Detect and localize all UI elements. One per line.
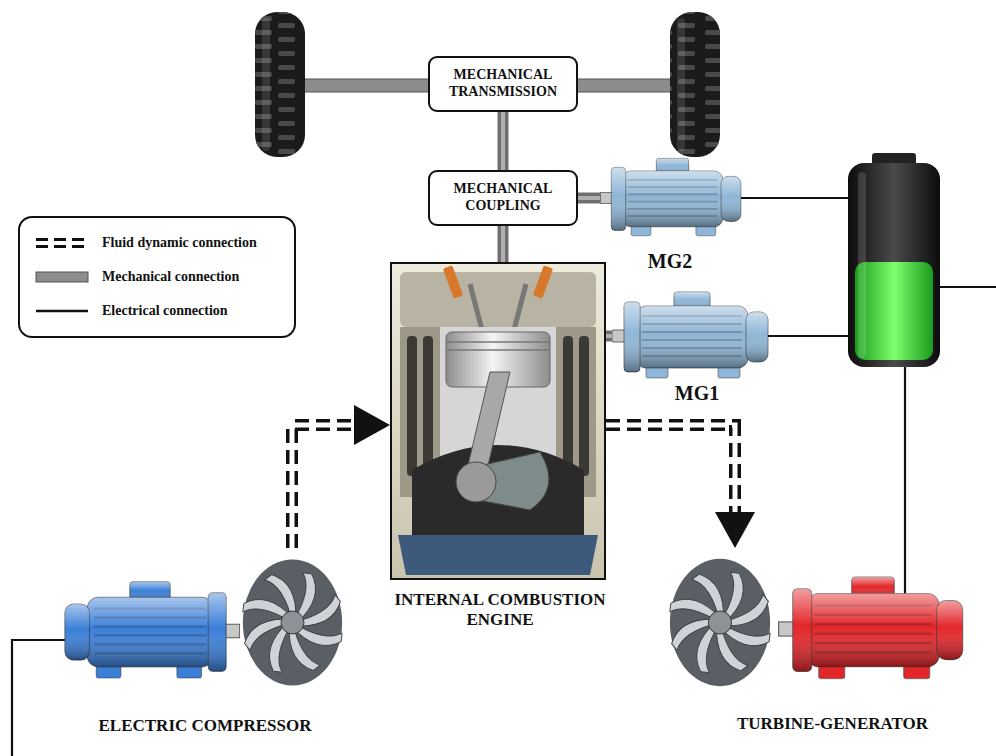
fluid-connection	[292, 405, 390, 548]
engine-illustration	[563, 336, 573, 476]
duct	[292, 425, 354, 548]
tire	[677, 18, 685, 151]
compressor-picture	[241, 560, 344, 686]
engine-illustration	[579, 336, 589, 476]
turbine-picture	[668, 559, 963, 686]
shaft	[501, 112, 505, 170]
turbine-picture	[668, 559, 772, 686]
duct	[606, 425, 735, 512]
part-label: ELECTRIC COMPRESSOR	[55, 716, 355, 736]
engine-illustration	[423, 336, 433, 476]
turbine-generator-unit: TURBINE-GENERATOR	[665, 548, 970, 748]
motor-generator: MG1	[612, 288, 772, 408]
duct	[606, 425, 735, 512]
transmission-box: MECHANICAL TRANSMISSION	[428, 56, 578, 112]
tire	[670, 12, 720, 157]
part-label: INTERNAL COMBUSTION ENGINE	[390, 590, 610, 629]
motor-generator-picture	[601, 158, 741, 235]
engine-illustration	[392, 264, 604, 578]
engine-illustration	[412, 445, 584, 545]
mechanical-connection	[503, 112, 504, 170]
engine-illustration	[470, 284, 526, 330]
legend-sample	[36, 310, 88, 313]
motor-generator: MG2	[600, 160, 750, 280]
duct	[292, 425, 354, 548]
coupling-box: MECHANICAL COUPLING	[428, 170, 578, 226]
legend-sample	[32, 267, 92, 287]
battery	[848, 153, 940, 367]
electrical-wire	[940, 286, 996, 288]
tire	[255, 12, 305, 157]
legend-text: Fluid dynamic connection	[102, 235, 257, 251]
engine-illustration	[533, 265, 553, 298]
fluid-connection	[606, 425, 755, 548]
engine-box: INTERNAL COMBUSTION ENGINE	[390, 262, 606, 580]
mechanical-connection	[606, 336, 612, 337]
battery	[848, 163, 940, 367]
battery	[858, 172, 866, 358]
engine-illustration	[443, 265, 463, 298]
legend-row: Mechanical connection	[32, 260, 284, 294]
compressor-picture	[65, 582, 240, 678]
box-label: MECHANICAL COUPLING	[430, 181, 576, 215]
arrow-head	[354, 405, 390, 445]
legend-text: Electrical connection	[102, 303, 228, 319]
motor-generator-picture	[612, 292, 768, 378]
shaft	[578, 196, 600, 200]
shaft	[606, 334, 612, 338]
legend-sample	[36, 238, 88, 248]
electrical-wire	[768, 335, 848, 337]
engine-illustration	[466, 372, 510, 474]
engine-illustration	[392, 264, 604, 578]
part-label: MG2	[620, 250, 720, 273]
tire	[262, 18, 270, 151]
battery	[855, 262, 933, 360]
legend-sample	[32, 301, 92, 321]
legend-box: Fluid dynamic connectionMechanical conne…	[18, 216, 296, 338]
engine-illustration	[456, 462, 496, 502]
legend-sample	[32, 233, 92, 253]
engine-illustration	[407, 336, 417, 476]
shaft	[498, 226, 509, 262]
tire	[670, 12, 720, 157]
tire	[255, 12, 305, 157]
electrical-wire	[741, 197, 848, 199]
shaft	[606, 331, 612, 342]
shaft	[498, 112, 509, 170]
arrow-head	[715, 512, 755, 548]
legend-row: Fluid dynamic connection	[32, 226, 284, 260]
part-label: MG1	[642, 382, 752, 405]
electrical-wire	[12, 198, 996, 756]
compressor-picture	[65, 582, 240, 678]
turbine-picture	[779, 577, 963, 678]
compressor-picture	[65, 560, 344, 686]
legend-row: Electrical connection	[32, 294, 284, 328]
engine-illustration	[400, 272, 596, 327]
mechanical-connection	[578, 198, 600, 199]
compressor-unit: ELECTRIC COMPRESSOR	[55, 548, 355, 748]
engine-illustration	[398, 535, 598, 575]
tire	[255, 12, 305, 157]
shaft	[578, 193, 600, 204]
box-label: MECHANICAL TRANSMISSION	[430, 67, 576, 101]
legend-sample	[36, 272, 88, 282]
legend-text: Mechanical connection	[102, 269, 239, 285]
shaft	[501, 226, 505, 262]
part-label: TURBINE-GENERATOR	[680, 714, 985, 734]
engine-illustration	[446, 342, 550, 350]
electrical-wire	[904, 367, 906, 594]
motor-generator-picture	[601, 158, 769, 378]
mechanical-connection	[503, 226, 504, 262]
electrical-wire	[12, 640, 65, 756]
tire	[670, 12, 720, 157]
legend-sample	[36, 241, 88, 245]
